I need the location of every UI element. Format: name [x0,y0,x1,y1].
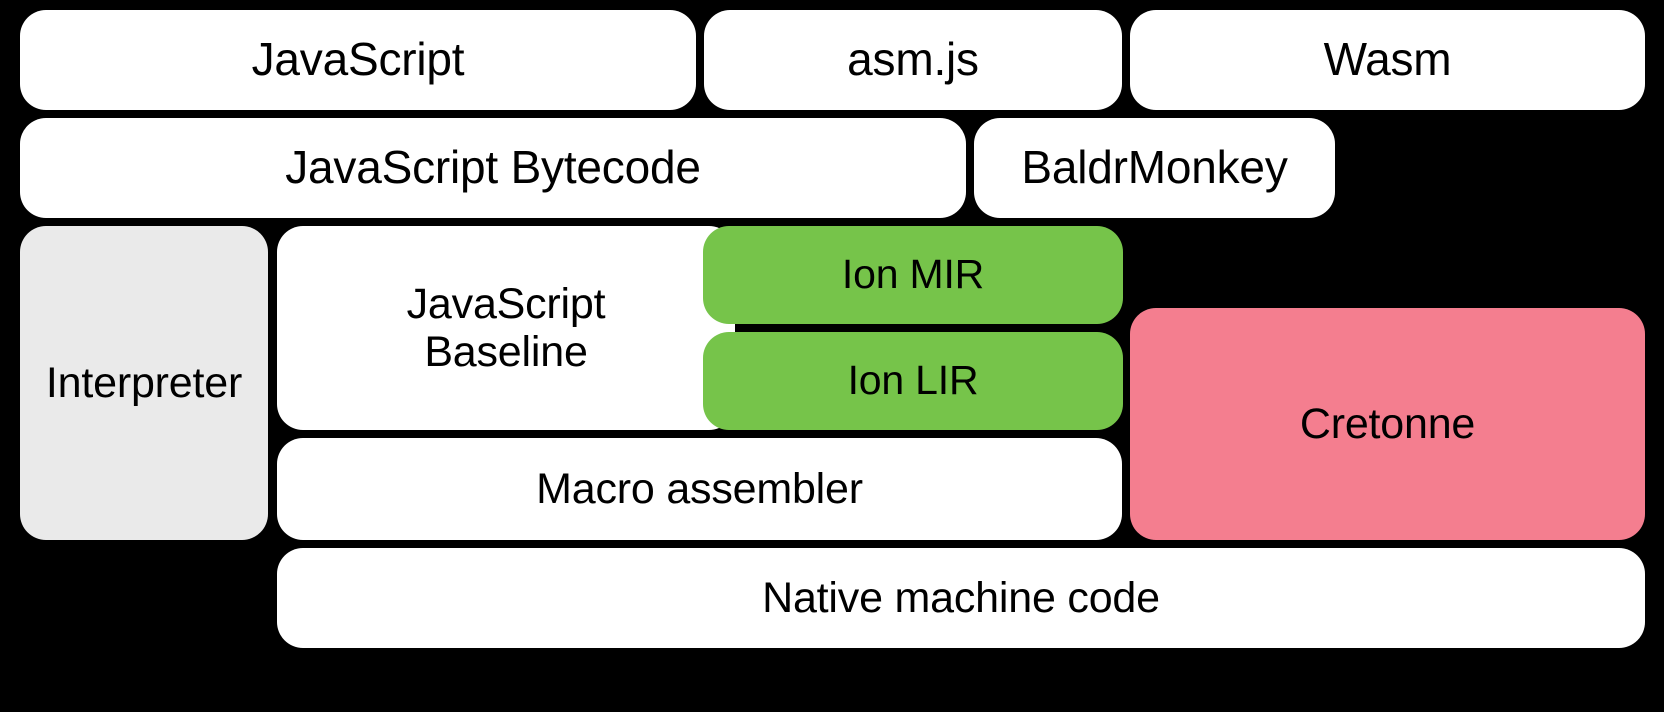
node-cretonne[interactable]: Cretonne [1130,308,1645,540]
node-wasm[interactable]: Wasm [1130,10,1645,110]
node-label: Macro assembler [536,464,863,513]
node-ion-mir[interactable]: Ion MIR [703,226,1123,324]
node-label: JavaScript Bytecode [285,141,701,194]
node-javascript-bytecode[interactable]: JavaScript Bytecode [20,118,966,218]
node-interpreter[interactable]: Interpreter [20,226,268,540]
node-ion-lir[interactable]: Ion LIR [703,332,1123,430]
node-label: JavaScript Baseline [406,279,606,376]
node-label: Native machine code [762,573,1160,622]
node-label: Cretonne [1299,399,1476,448]
node-label: Wasm [1323,33,1452,86]
node-javascript[interactable]: JavaScript [20,10,696,110]
node-label: JavaScript [251,33,465,86]
node-asm-js[interactable]: asm.js [704,10,1122,110]
node-javascript-baseline[interactable]: JavaScript Baseline [277,226,735,430]
node-label: Ion LIR [847,357,979,404]
node-label: asm.js [847,33,979,86]
node-label: BaldrMonkey [1021,141,1288,194]
node-baldrmonkey[interactable]: BaldrMonkey [974,118,1335,218]
node-label: Interpreter [45,358,243,407]
node-native-machine-code[interactable]: Native machine code [277,548,1645,648]
node-macro-assembler[interactable]: Macro assembler [277,438,1122,540]
node-label: Ion MIR [841,251,985,298]
